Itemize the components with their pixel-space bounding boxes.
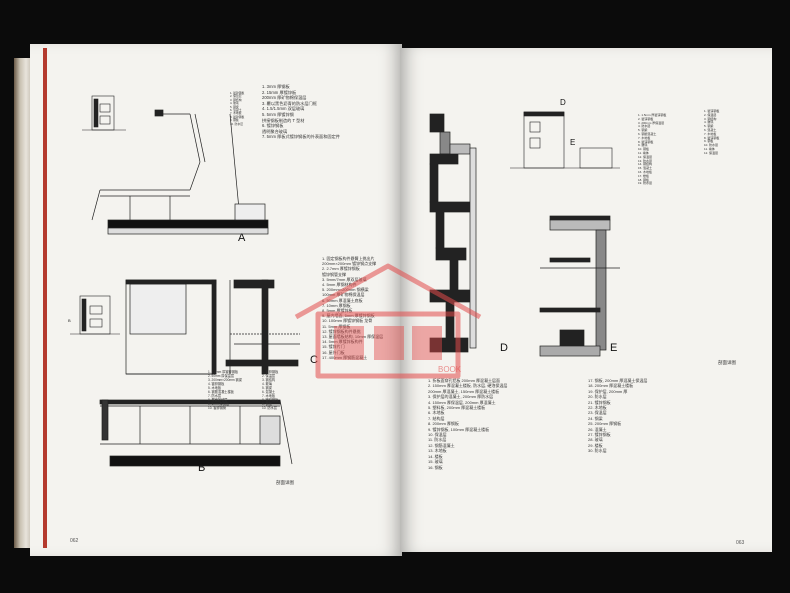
right-notes-side: 1. 镀锌钢板 2. 保温层 3. 钢结构 4. 玻璃 5. 钢梁 6. 混凝土…: [704, 109, 720, 155]
caption-e: E: [610, 342, 618, 354]
right-page: D E D E 1. 1.5mm 厚镀锌钢板 2. 镀锌钢板 3. 200mm …: [400, 48, 772, 552]
drawing-d-section: [429, 113, 477, 353]
right-notes-bottom-right: 17. 钢板, 200mm 厚混凝土保温层 18. 200mm 厚混凝土楼板 1…: [588, 378, 648, 454]
page-edge-red-rule: [43, 48, 47, 548]
left-notes-a-small: 1. 镀锌钢板 2. 保温层 3. 钢结构 4. 玻璃 5. 钢梁 6. 混凝土…: [230, 91, 245, 126]
drawing-d-small: [510, 111, 620, 169]
left-page-drawings: B: [68, 95, 300, 467]
drawing-e-section: [539, 215, 620, 357]
drawing-b-detail: [99, 399, 293, 467]
drawing-b-small-section: B: [68, 295, 120, 335]
caption-b: B: [198, 462, 206, 474]
caption-c: C: [310, 354, 318, 366]
section-label-right: 剖面详图: [718, 360, 736, 365]
caption-d-top: D: [560, 98, 566, 107]
caption-e-side: E: [570, 138, 576, 147]
drawing-c-plan: [125, 279, 300, 375]
svg-text:B: B: [68, 318, 71, 323]
caption-a: A: [238, 232, 246, 244]
left-notes-a: 1. 3mm 厚钢板 2. 15mm 厚镀锌板 200mm 厚矿物棉保温层 3.…: [262, 84, 340, 140]
right-page-drawings: [429, 111, 620, 357]
left-notes-b2: 1. 镀锌钢板 2. 保温层 3. 钢结构 4. 玻璃 5. 钢梁 6. 混凝土…: [262, 370, 279, 410]
section-label-left: 剖面详图: [276, 480, 294, 485]
page-number-right: 063: [736, 540, 745, 546]
house-watermark: BOOK: [294, 263, 482, 379]
left-page: B: [30, 44, 402, 556]
page-number-left: 062: [70, 538, 79, 544]
right-notes-top: 1. 1.5mm 厚镀锌钢板 2. 镀锌钢板 3. 200mm 厚保温层 4. …: [638, 113, 667, 186]
caption-d: D: [500, 342, 508, 354]
left-notes-b: 1. 1.5mm 厚镀锌钢板 2. 50mm 厚保温层 3. 200mm×200…: [208, 370, 242, 410]
drawing-a-small-section: [82, 95, 126, 131]
drawing-a-detail: [91, 109, 269, 235]
watermark-text: BOOK: [438, 365, 462, 374]
page-stack-edge: [14, 58, 34, 548]
right-notes-bottom-left: 1. 折板面穿孔铝板 200mm 厚混凝土层面 2. 150mm 厚混凝土楼板,…: [428, 378, 508, 470]
